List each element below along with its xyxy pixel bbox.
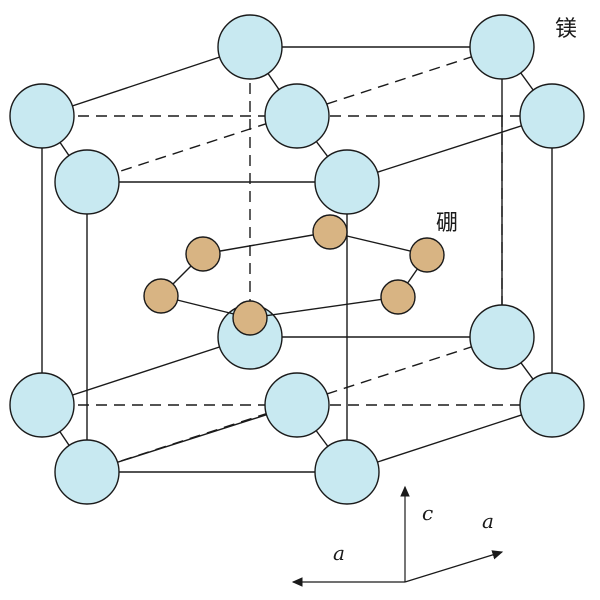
boron-bond xyxy=(202,231,331,255)
cell-edge xyxy=(346,115,553,183)
magnesium-atom xyxy=(469,14,535,80)
magnesium-label: 镁 xyxy=(555,17,577,42)
axis-a-right-label: a xyxy=(482,509,494,533)
magnesium-atom xyxy=(519,372,585,438)
cell-edge xyxy=(346,404,553,473)
cell-edge xyxy=(41,336,251,406)
magnesium-atom xyxy=(217,14,283,80)
boron-atom xyxy=(409,237,445,273)
bottom-back-atoms xyxy=(9,304,585,438)
boron-atom xyxy=(143,278,179,314)
magnesium-atom xyxy=(314,439,380,505)
cell-edge xyxy=(86,404,298,473)
a-axis-arrow-right xyxy=(404,550,504,583)
axis-indicator: c a a xyxy=(291,485,504,587)
magnesium-atom xyxy=(264,372,330,438)
axis-a-left-label: a xyxy=(333,541,345,565)
boron-bond xyxy=(249,296,399,319)
boron-atom xyxy=(312,214,348,250)
magnesium-atom xyxy=(314,149,380,215)
magnesium-atom xyxy=(9,83,75,149)
magnesium-atom xyxy=(54,149,120,215)
magnesium-atom xyxy=(469,304,535,370)
boron-atom xyxy=(185,236,221,272)
boron-atom xyxy=(380,279,416,315)
magnesium-atom xyxy=(264,83,330,149)
magnesium-atom xyxy=(54,439,120,505)
magnesium-atom xyxy=(519,83,585,149)
boron-atom xyxy=(232,300,268,336)
top-atoms xyxy=(9,14,585,215)
magnesium-atom xyxy=(9,372,75,438)
cell-edge xyxy=(41,46,251,117)
boron-layer xyxy=(143,214,445,336)
axis-c-label: c xyxy=(422,501,433,525)
boron-label: 硼 xyxy=(436,211,458,236)
